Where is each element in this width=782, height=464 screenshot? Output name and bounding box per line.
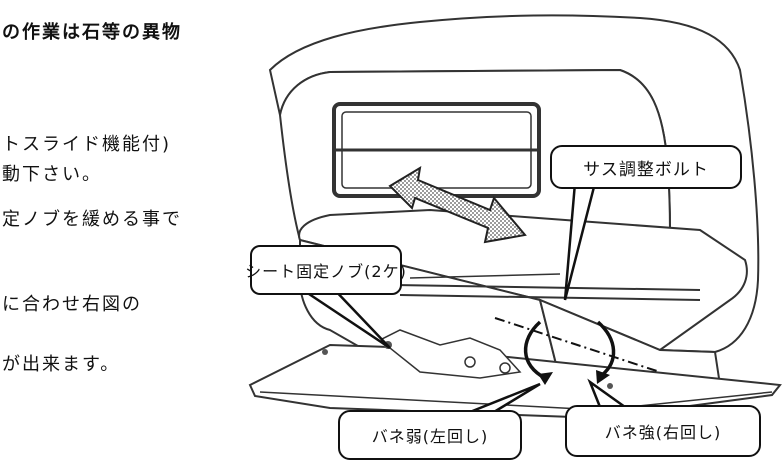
text-line: が出来ます。 [2,354,121,375]
seat-lock-knob-callout: シート固定ノブ(2ケ) [245,245,406,295]
rotate-right-arc [596,320,616,377]
text-line: の作業は石等の異物 [2,22,182,43]
suspension-bolt-label: サス調整ボルト [583,159,709,180]
spring-strong-callout: バネ強(右回し) [565,405,761,457]
knob-callout-pointer [299,284,391,350]
spring-weak-callout: バネ弱(左回し) [338,410,522,460]
instruction-text: の作業は石等の異物 トスライド機能付) 動下さい。 定ノブを緩める事で に合わせ… [0,0,260,400]
spring-strong-label: バネ強(右回し) [604,423,722,442]
spring-weak-label: バネ弱(左回し) [371,427,489,446]
suspension-bolt-callout: サス調整ボルト [550,145,742,189]
slide-arrow [388,166,527,244]
text-line: トスライド機能付) [2,134,172,155]
seat-cushion [298,208,748,352]
weak-callout-pointer [469,382,541,414]
adjust-axis-line [494,317,661,373]
seat-base-plate [248,343,782,420]
text-line: 定ノブを緩める事で [2,209,182,230]
text-line: 動下さい。 [2,164,102,185]
text-line: に合わせ右図の [2,294,142,315]
seat-lock-knob-label: シート固定ノブ(2ケ) [245,262,407,281]
strong-callout-pointer [587,378,626,409]
bolt-callout-pointer [563,182,597,301]
